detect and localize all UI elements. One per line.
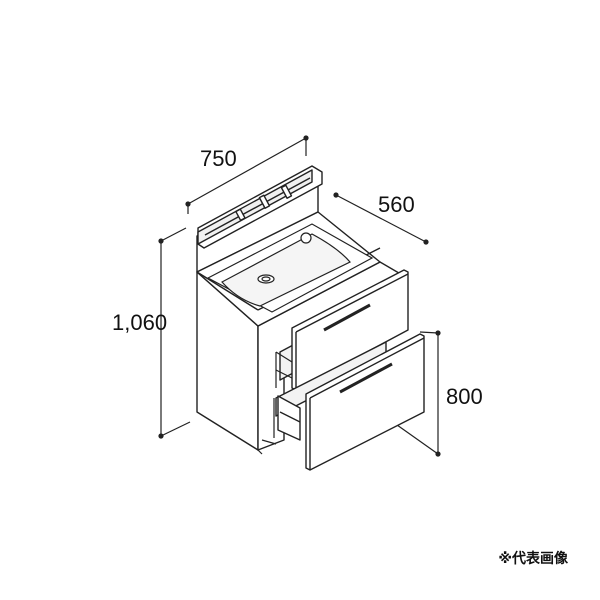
- width-dimension-label: 750: [200, 146, 237, 171]
- top-shelf: [197, 165, 323, 249]
- depth-dimension-label: 560: [378, 192, 415, 217]
- upper-drawer-handle: [323, 303, 371, 332]
- height-dimension-label: 1,060: [112, 310, 167, 335]
- counter-height-dimension-label: 800: [446, 384, 483, 409]
- dimension-lines: [158, 135, 441, 457]
- drawer-rails: [257, 351, 293, 455]
- faucet-hole: [300, 232, 312, 244]
- representative-image-note: ※代表画像: [498, 551, 568, 567]
- lower-drawer-handle: [339, 362, 393, 394]
- upper-drawer: [279, 269, 409, 391]
- drain: [257, 274, 275, 284]
- sink-basin: [206, 223, 374, 313]
- lower-drawer: [275, 333, 425, 471]
